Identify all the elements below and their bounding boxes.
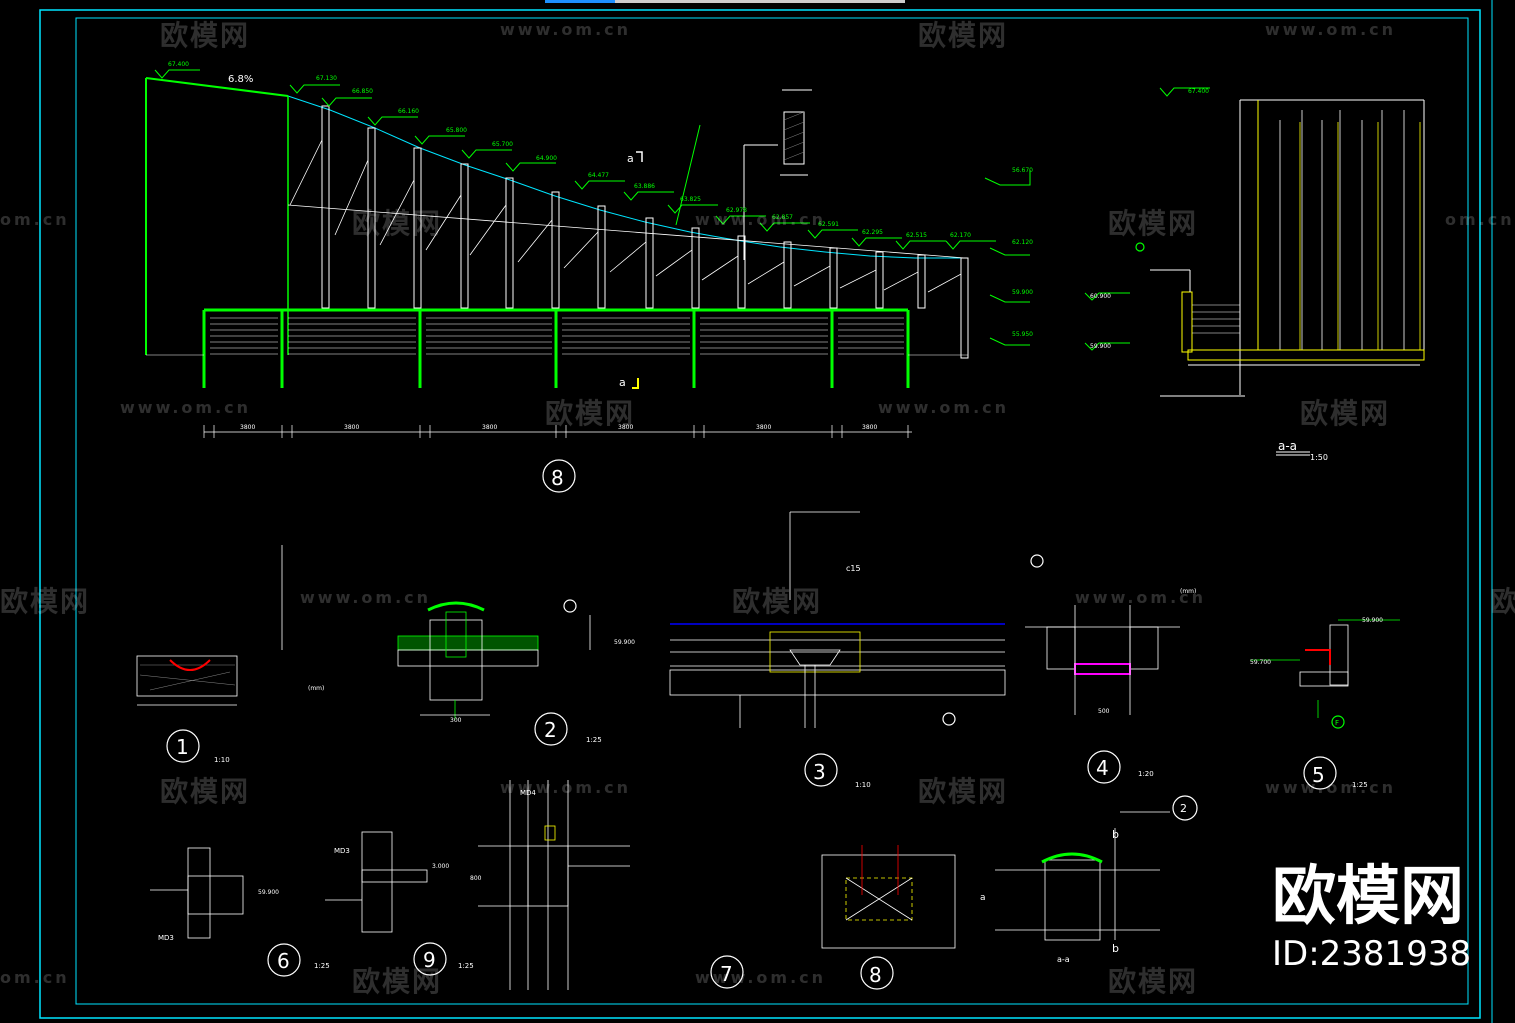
- level-label: 63.825: [680, 196, 701, 203]
- detail-8: [821, 811, 1170, 949]
- detail-number: 8: [551, 466, 564, 490]
- detail-dim: 300: [450, 717, 462, 724]
- section-mark: a: [627, 152, 634, 165]
- level-label: 67.130: [316, 75, 337, 82]
- detail-note: (mm): [308, 685, 324, 692]
- detail-level: 59.900: [614, 639, 635, 646]
- section-mark-b: b: [1112, 942, 1119, 955]
- level-label: 66.160: [398, 108, 419, 115]
- top-indicator-bar-secondary: [615, 0, 905, 3]
- detail-7: [478, 780, 630, 990]
- callout-mark: 2: [1180, 802, 1187, 815]
- elevation-drawing: [145, 69, 1031, 438]
- brand-name: 欧模网: [1272, 860, 1464, 934]
- detail-scale: 1:25: [1352, 781, 1368, 789]
- detail-scale: 1:20: [1138, 770, 1154, 778]
- detail-level: 3.000: [432, 863, 449, 870]
- detail-level: 59.900: [1362, 617, 1383, 624]
- bay-dim: 3800: [756, 424, 771, 431]
- level-label: 62.978: [726, 207, 747, 214]
- detail-9: [325, 831, 428, 933]
- detail-tag: MD3: [158, 934, 174, 942]
- detail-sub: c15: [846, 564, 861, 573]
- bay-dim: 3800: [344, 424, 359, 431]
- detail-dim: 500: [1098, 708, 1110, 715]
- section-aa: [1084, 87, 1425, 456]
- detail-6: [150, 847, 244, 939]
- detail-scale: 1:25: [586, 736, 602, 744]
- level-label: 62.170: [950, 232, 971, 239]
- slope-label: 6.8%: [228, 74, 253, 85]
- section-level: 60.900: [1090, 293, 1111, 300]
- right-level: 55.950: [1012, 331, 1033, 338]
- sheet-inner-frame: [75, 17, 1469, 1005]
- detail-number: 5: [1312, 763, 1325, 787]
- detail-number: 2: [544, 718, 557, 742]
- bay-dim: 3800: [618, 424, 633, 431]
- section-title: a-a: [1278, 439, 1297, 453]
- roof-profile: [145, 77, 965, 259]
- detail-tag: MD4: [520, 789, 536, 797]
- right-level: 59.900: [1012, 289, 1033, 296]
- detail-callouts: [166, 242, 1345, 990]
- detail-level: 59.700: [1250, 659, 1271, 666]
- detail-number: 6: [277, 949, 290, 973]
- level-label: 66.850: [352, 88, 373, 95]
- bay-dim: 3800: [240, 424, 255, 431]
- detail-number: 9: [423, 948, 436, 972]
- level-label: 65.800: [446, 127, 467, 134]
- section-mark: a: [980, 893, 986, 903]
- detail-tag: MD3: [334, 847, 350, 855]
- rail-frame: [202, 308, 910, 388]
- bay-dim: 3800: [482, 424, 497, 431]
- detail-mark: F: [1335, 719, 1339, 727]
- columns: [321, 105, 969, 359]
- detail-2: [397, 601, 591, 720]
- level-label: 67.400: [168, 61, 189, 68]
- level-label: 62.515: [906, 232, 927, 239]
- detail-number: 4: [1096, 756, 1109, 780]
- level-label: 64.900: [536, 155, 557, 162]
- level-label: 63.886: [634, 183, 655, 190]
- section-mark: a: [619, 376, 626, 389]
- detail-1: [136, 545, 283, 706]
- detail-scale: 1:25: [458, 962, 474, 970]
- detail-4: [1025, 605, 1180, 715]
- level-label: 62.591: [818, 221, 839, 228]
- level-label: 65.700: [492, 141, 513, 148]
- detail-number: 1: [176, 735, 189, 759]
- brand-id: ID:2381938: [1272, 934, 1472, 974]
- detail-scale: 1:10: [855, 781, 871, 789]
- brand-box: 欧模网 ID:2381938: [1272, 862, 1472, 976]
- detail-dim: 800: [470, 875, 482, 882]
- detail-3: [669, 511, 1006, 728]
- sheet-outer-frame: [39, 9, 1481, 1019]
- section-mark-b: b: [1112, 828, 1119, 841]
- detail-scale: 1:10: [214, 756, 230, 764]
- detail-number: 7: [720, 962, 733, 986]
- detail-level: 59.900: [258, 889, 279, 896]
- detail-number: 8: [869, 963, 882, 987]
- level-label: 64.477: [588, 172, 609, 179]
- detail-number: 3: [813, 760, 826, 784]
- detail-note: (mm): [1180, 588, 1196, 595]
- section-level: 67.400: [1188, 88, 1209, 95]
- section-level: 59.900: [1090, 343, 1111, 350]
- detail-5: [1250, 619, 1400, 718]
- level-label: 62.857: [772, 214, 793, 221]
- bay-dim: 3800: [862, 424, 877, 431]
- section-scale: 1:50: [1310, 453, 1328, 462]
- detail-scale: 1:25: [314, 962, 330, 970]
- section-title: a-a: [1057, 955, 1070, 964]
- elevation-dimensions: [203, 425, 912, 438]
- level-label: 62.295: [862, 229, 883, 236]
- right-level: 56.670: [1012, 167, 1033, 174]
- right-level: 62.120: [1012, 239, 1033, 246]
